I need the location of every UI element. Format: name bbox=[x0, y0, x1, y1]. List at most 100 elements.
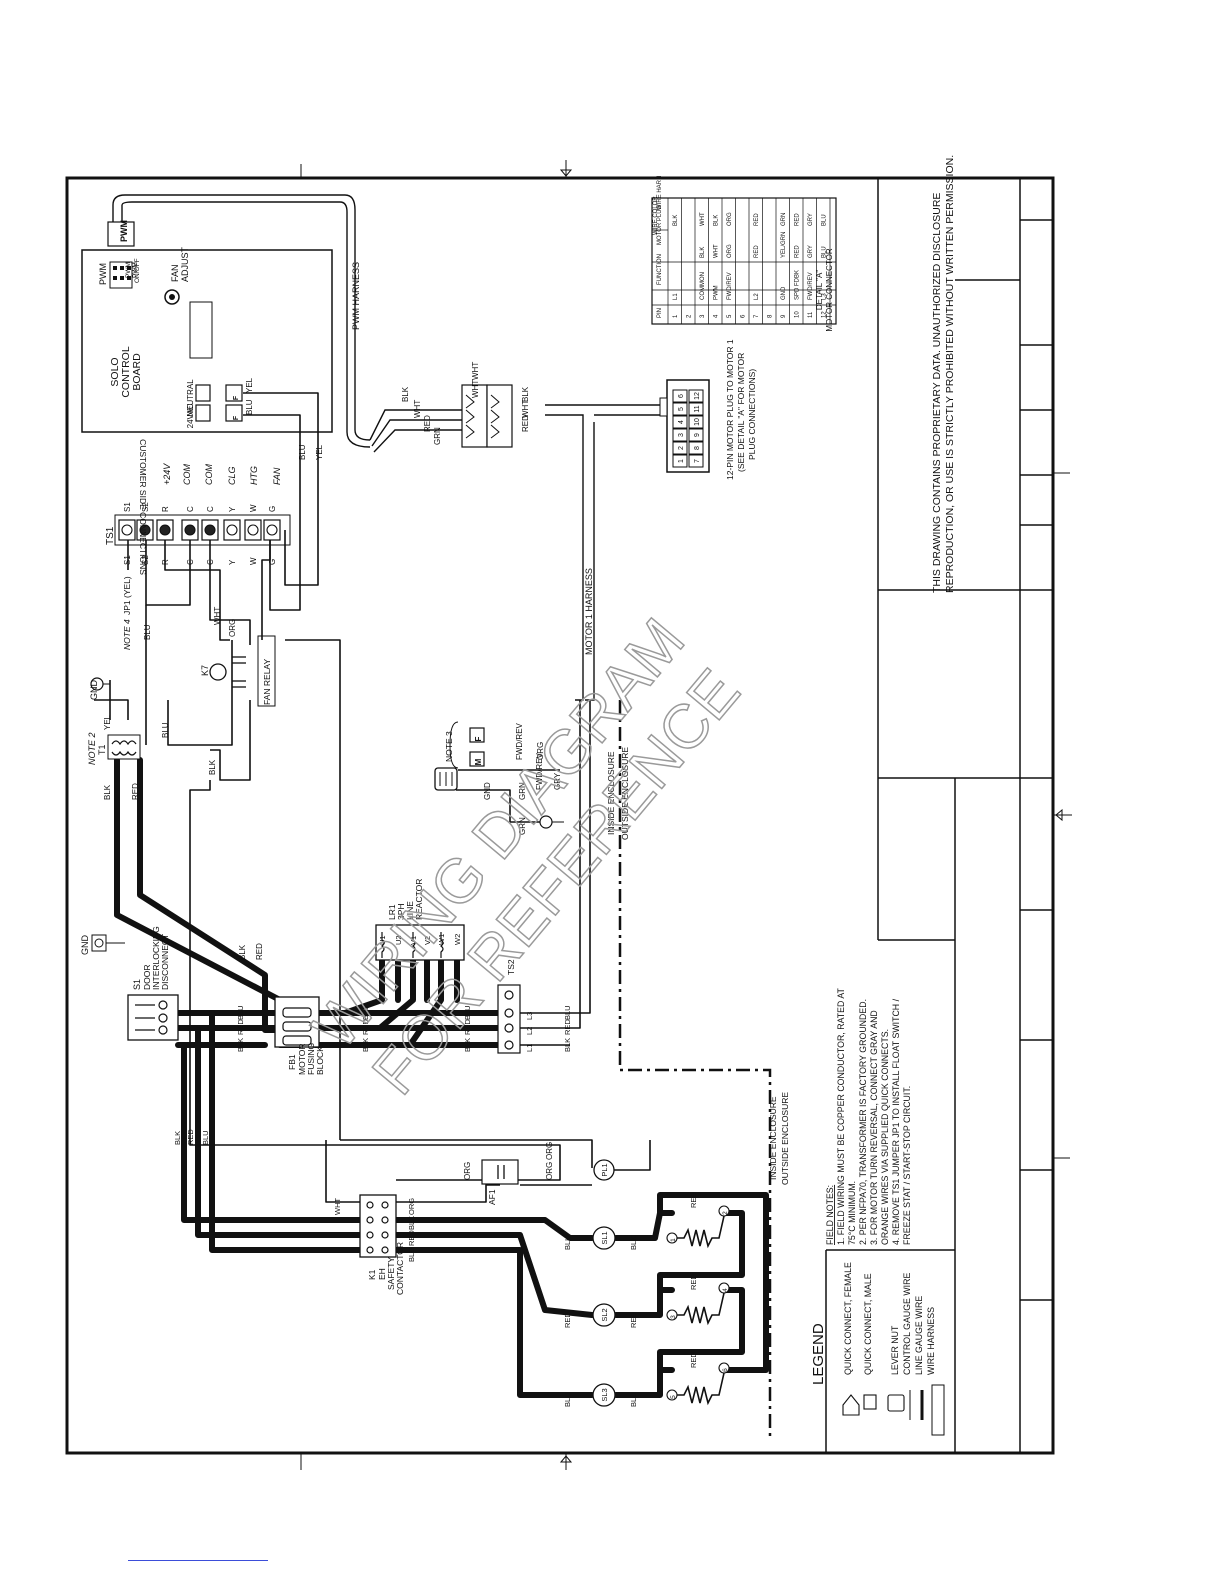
jumper-pins-icon bbox=[113, 266, 131, 280]
reactor-terminal-label: W1 bbox=[437, 934, 446, 945]
24vac-terminal[interactable] bbox=[195, 404, 211, 422]
fuse-icons bbox=[282, 1007, 312, 1046]
legend-harness bbox=[931, 1384, 945, 1436]
motor-plug-caption-1: 12-PIN MOTOR PLUG TO MOTOR 1 bbox=[725, 339, 735, 480]
lw-blu-2: BLU bbox=[361, 1005, 370, 1020]
gry-label: GRY bbox=[553, 772, 562, 790]
sl1-wire-blk-1: BLK bbox=[563, 1236, 572, 1250]
terminal-strip-ts2 bbox=[497, 984, 521, 1054]
table-cell: BLU bbox=[822, 214, 828, 226]
fusing-line-2: FUSING bbox=[306, 1043, 316, 1075]
lw-blk-4: BLK bbox=[563, 1038, 572, 1052]
table-cell: 3 bbox=[700, 314, 706, 318]
board-female-qc-1[interactable] bbox=[225, 384, 243, 402]
legend-male-icon bbox=[863, 1394, 877, 1410]
ts1-screw-head bbox=[247, 524, 259, 536]
lever-nut bbox=[434, 767, 458, 791]
outside-enclosure-upper: OUTSIDE ENCLOSURE bbox=[620, 747, 630, 840]
field-note-line-6: 4. REMOVE TS1 JUMPER JP1 TO INSTALL FLOA… bbox=[891, 998, 901, 1245]
table-cell: 1 bbox=[673, 314, 679, 318]
pilot-light-icon bbox=[593, 1159, 615, 1181]
relay-coil-icon bbox=[209, 663, 227, 681]
table-cell: 12 bbox=[822, 311, 828, 318]
ts1-terminal-label-bottom: S2 bbox=[141, 555, 150, 565]
safety-limit-label: SL1 bbox=[600, 1231, 609, 1244]
table-cell: COMMON bbox=[700, 272, 706, 300]
af1-wire-org-2: ORG bbox=[545, 1162, 554, 1180]
table-cell: 7 bbox=[754, 314, 760, 318]
disclosure-line-1: THIS DRAWING CONTAINS PROPRIETARY DATA. … bbox=[931, 193, 943, 593]
lever-nut-grn: GRN bbox=[518, 782, 527, 800]
harness-wht-left: WHT bbox=[413, 400, 422, 418]
note2-label: NOTE 2 bbox=[87, 732, 97, 765]
disconnect-wire-red: RED bbox=[255, 943, 264, 960]
harness-wht-top-2: WHT bbox=[471, 380, 480, 398]
board-female-qc-2[interactable] bbox=[225, 404, 243, 422]
table-cell: GRY bbox=[808, 213, 814, 226]
table-cell: YEL/GRN bbox=[781, 232, 787, 258]
control-board-outline bbox=[81, 249, 333, 433]
contactor-wire-labels: WHT ORG BLK RED BLU BLK BLK RED RED BLU … bbox=[333, 1192, 698, 1407]
enclosure-boundary bbox=[618, 700, 772, 1440]
table-cell: ORG bbox=[727, 212, 733, 226]
reactor-terminal-label: U1 bbox=[378, 935, 387, 945]
heater-element-icon bbox=[677, 1215, 725, 1249]
plug-pin-number: 7 bbox=[694, 459, 701, 463]
table-cell: L2 bbox=[754, 293, 760, 300]
ts1-terminal-label-bottom: C bbox=[206, 559, 215, 565]
contactor-poles bbox=[366, 1201, 389, 1254]
enclosure-label-lower: INSIDE ENCLOSURE OUTSIDE ENCLOSURE bbox=[768, 1092, 790, 1185]
table-cell: WHT bbox=[714, 244, 720, 258]
board-wire-yel: YEL bbox=[245, 377, 254, 393]
legend-item-2: QUICK CONNECT, MALE bbox=[863, 1273, 873, 1375]
ts1-terminal-label-top: R bbox=[161, 506, 170, 512]
plug-pin-cell bbox=[672, 454, 688, 468]
lever-nut-lines bbox=[439, 772, 453, 786]
disconnect-label: DOOR INTERLOCKING DISCONNECT bbox=[142, 926, 170, 990]
cw-org: ORG bbox=[407, 1198, 416, 1215]
sl2-wire-red-1: RED bbox=[563, 1312, 572, 1328]
table-cell: 2 bbox=[687, 314, 693, 318]
table-group-header: WIRE COLOR bbox=[653, 196, 659, 235]
reactor-wire-labels: BLK BLK RED RED BLU BLU bbox=[378, 979, 461, 995]
control-gauge-wires bbox=[94, 392, 651, 1203]
fan-adjust-knob-icon[interactable] bbox=[164, 289, 180, 305]
table-header: PIN bbox=[657, 308, 663, 318]
ts2-l3: L3 bbox=[525, 1012, 534, 1020]
ts1-terminal-label-top: W bbox=[249, 504, 258, 512]
neutral-terminal[interactable] bbox=[195, 384, 211, 402]
contactor-label: EH SAFETY CONTACTOR bbox=[377, 1242, 405, 1295]
af1-contacts bbox=[497, 1165, 505, 1179]
heater-terminal-number: 1 bbox=[670, 1238, 677, 1242]
ts1-terminal-label-bottom: Y bbox=[228, 559, 237, 565]
fusing-line-1: MOTOR bbox=[297, 1044, 307, 1075]
ts2-l2: L2 bbox=[525, 1027, 534, 1035]
table-header: MOTOR PLUG bbox=[657, 204, 663, 245]
outside-enclosure-lower: OUTSIDE ENCLOSURE bbox=[780, 1092, 790, 1185]
table-outline bbox=[651, 197, 837, 325]
table-cell: L1 bbox=[673, 293, 679, 300]
24vac-label: 24VAC bbox=[186, 403, 195, 428]
lw-blk-2: BLK bbox=[361, 1038, 370, 1052]
table-cell: 8 bbox=[768, 314, 774, 318]
male-letter: M bbox=[474, 758, 483, 765]
solo-control-board bbox=[81, 221, 333, 433]
ts1-screw-head bbox=[266, 524, 278, 536]
pl1-wire-org: ORG bbox=[545, 1142, 554, 1160]
lw-blu-3: BLU bbox=[463, 1005, 472, 1020]
male-quick-connect-icon bbox=[469, 751, 485, 767]
ts1-screw-head bbox=[184, 524, 196, 536]
note3-label: NOTE 3 bbox=[444, 731, 454, 762]
table-cell: PWM bbox=[714, 285, 720, 300]
heater-terminal-number: 5 bbox=[670, 1395, 677, 1399]
relay-contacts-icon bbox=[232, 656, 246, 688]
gnd-label-disconnect: GND bbox=[80, 935, 90, 956]
lever-nut-gnd: GND bbox=[483, 782, 492, 800]
wire-blk-mid: BLK bbox=[208, 759, 217, 775]
board-title: SOLO CONTROL BOARD bbox=[109, 346, 143, 397]
